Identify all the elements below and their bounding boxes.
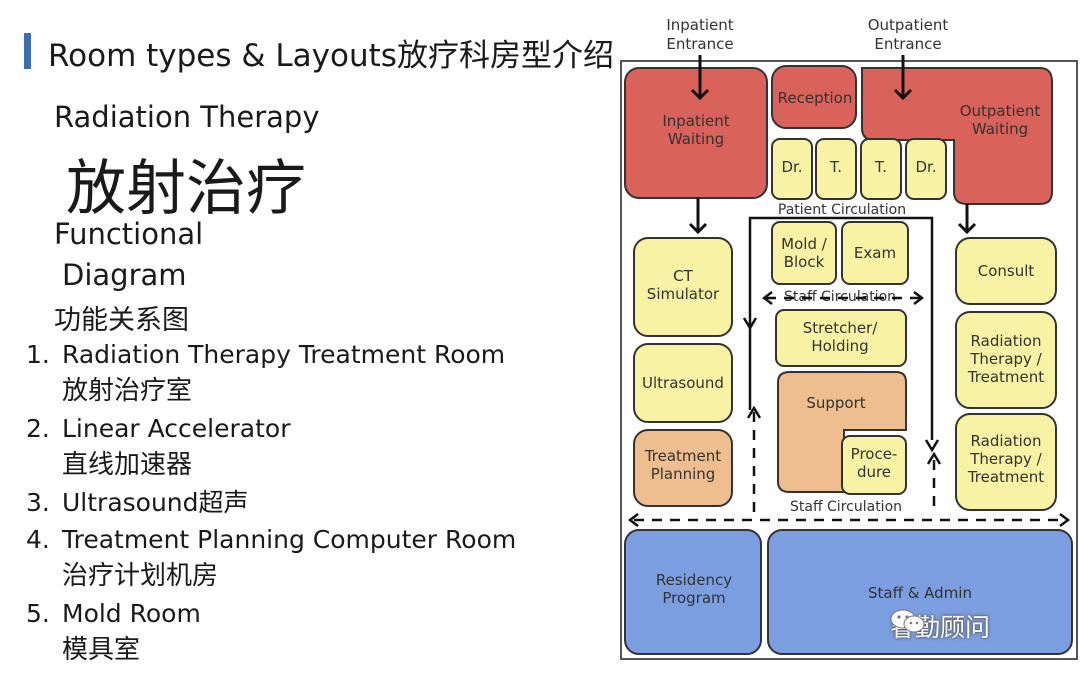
mold-block-label: Mold /Block [781, 235, 828, 271]
subtitle-cn: 放射治疗 [66, 154, 306, 224]
inpatient-entrance-arrow-head [690, 88, 710, 101]
wechat-icon [890, 609, 925, 633]
rt-treatment-room-1 [955, 311, 1057, 409]
staff-circulation-bottom-label: Staff Circulation [790, 499, 902, 515]
staff-circulation-bottom-arrows [627, 513, 1071, 527]
exam-room [841, 221, 909, 285]
staff-circulation-top-arrows [761, 291, 925, 305]
consult-label: Consult [978, 262, 1035, 280]
t1-label: T. [829, 158, 842, 176]
diagram-label-cn: 功能关系图 [54, 305, 189, 336]
t2-label: T. [874, 158, 887, 176]
exam-label: Exam [854, 244, 896, 262]
ultrasound-label: Ultrasound [642, 374, 724, 392]
slide-title: Room types & Layouts放疗科房型介绍 [48, 38, 614, 74]
dr1-label: Dr. [781, 158, 802, 176]
watermark: 睿勤顾问 [890, 608, 990, 644]
patient-circulation-label: Patient Circulation [778, 202, 906, 218]
reception-label: Reception [778, 89, 853, 107]
stretcher-holding-room [775, 309, 907, 367]
staff-right-arrow [926, 451, 942, 465]
staff-admin-label: Staff & Admin [868, 584, 972, 602]
functional-label: Functional [54, 217, 204, 251]
ct-simulator-room [633, 237, 733, 337]
inpatient-to-left-arrow-head [688, 222, 708, 235]
outpatient-entrance-arrow-head [893, 88, 913, 101]
list-item: 3.Ultrasound超声 [26, 488, 249, 517]
doctor-office [771, 138, 813, 200]
procedure-room [841, 435, 907, 495]
procedure-label: Proce-dure [851, 445, 898, 481]
subtitle-en: Radiation Therapy [54, 100, 320, 134]
support-label: Support [806, 394, 865, 412]
dr2-label: Dr. [915, 158, 936, 176]
patient-circulation-arrow-right [924, 439, 940, 453]
consult-room [955, 237, 1057, 305]
treatment-room-small [860, 138, 902, 200]
diagram-frame [620, 60, 1078, 660]
outpatient-entrance-label: Outpatient Entrance [867, 16, 949, 53]
support-room [777, 371, 907, 493]
residency-program-room [624, 529, 762, 655]
patient-circulation-arrow-left [742, 317, 758, 331]
inpatient-waiting-room [624, 67, 768, 199]
title-accent-bar [24, 33, 31, 69]
reception-room [771, 65, 857, 129]
inpatient-entrance-label: Inpatient Entrance [666, 16, 734, 53]
staff-left-arrow [746, 405, 762, 419]
treatment-planning-room [633, 429, 733, 507]
diagram-label: Diagram [62, 258, 187, 292]
treatment-room-small [815, 138, 857, 200]
mold-block-room [771, 221, 837, 285]
outpatient-to-right-arrow-head [957, 222, 977, 235]
staff-admin-room [767, 529, 1073, 655]
ultrasound-room [633, 343, 733, 423]
stretcher-label: Stretcher/Holding [803, 319, 878, 355]
patient-circulation-path [748, 216, 934, 440]
rt-treatment-room-2 [955, 413, 1057, 511]
doctor-office [905, 138, 947, 200]
